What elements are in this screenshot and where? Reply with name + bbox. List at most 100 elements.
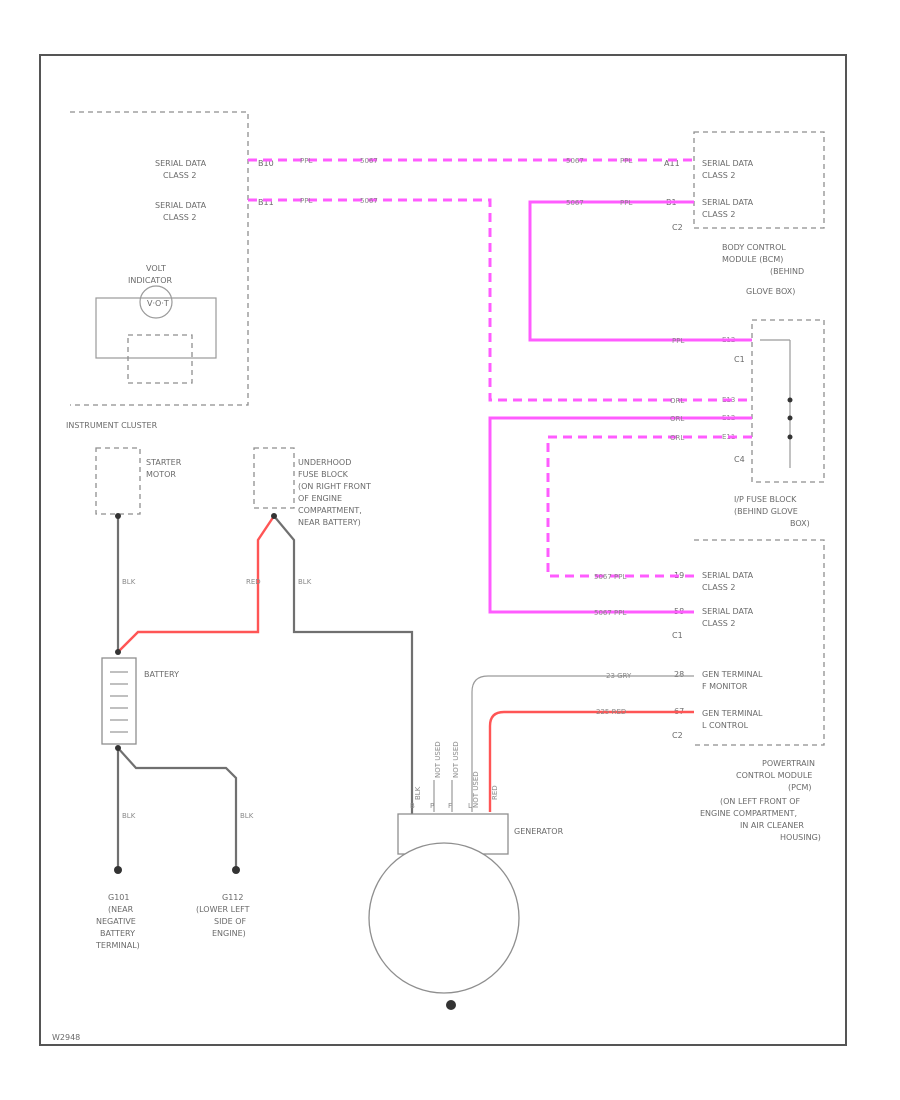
uh-l6: NEAR BATTERY) [298, 518, 361, 527]
pcm-title-l7: HOUSING) [780, 833, 821, 842]
ic-w1-b: PPL [300, 157, 312, 165]
bcm-title-l4: GLOVE BOX) [746, 287, 795, 296]
instrument-cluster: SERIAL DATA CLASS 2 SERIAL DATA CLASS 2 … [66, 111, 274, 430]
gen-term-l: L [468, 802, 472, 810]
pcm-title-l2: CONTROL MODULE [736, 771, 812, 780]
ic-volt-l2: INDICATOR [128, 276, 172, 285]
pcm-title-l6: IN AIR CLEANER [740, 821, 804, 830]
uh-l5: COMPARTMENT, [298, 506, 362, 515]
bcm-w1-b: PPL [620, 157, 632, 165]
generator-label: GENERATOR [514, 827, 564, 836]
bcm-pin-a11: A11 [664, 159, 680, 168]
pcm-w-s1: 5067 PPL [594, 573, 626, 581]
pcm-conn-c2: C2 [672, 731, 683, 740]
w-pcm-l: 225 RED [596, 708, 626, 716]
pcm-serial2-l1: SERIAL DATA [702, 607, 754, 616]
bcm-conn-c2: C2 [672, 223, 683, 232]
ic-serial2-l2: CLASS 2 [163, 213, 197, 222]
gen-notused-1: NOT USED [434, 741, 442, 778]
bcm-title-l1: BODY CONTROL [722, 243, 786, 252]
pcm-w-s2: 5067 PPL [594, 609, 626, 617]
bcm-w2-a: 5067 [566, 199, 584, 207]
pcm-title-l4: (ON LEFT FRONT OF [720, 797, 801, 806]
ic-pin-b11: B11 [258, 198, 274, 207]
body-control-module: SERIAL DATA CLASS 2 SERIAL DATA CLASS 2 … [664, 131, 825, 296]
ic-pin-b10: B10 [258, 159, 274, 168]
pcm-serial2-l2: CLASS 2 [702, 619, 736, 628]
serial-data-wires: 5067 PPL 5067 PPL 5067 PPL 5067 PPL PPL … [248, 157, 752, 617]
fuse-w2: ORL [670, 397, 684, 405]
g112-l2: (LOWER LEFT [196, 905, 250, 914]
pcm-genl-l2: L CONTROL [702, 721, 749, 730]
bcm-label2-l1: SERIAL DATA [702, 198, 754, 207]
ic-serial2-l1: SERIAL DATA [155, 201, 207, 210]
gen-term-f: F [448, 802, 452, 810]
svg-text:V·O·T: V·O·T [147, 299, 169, 308]
bcm-w2-b: PPL [620, 199, 632, 207]
gen-notused-2: NOT USED [452, 741, 460, 778]
ic-serial1-l1: SERIAL DATA [155, 159, 207, 168]
battery-symbol [101, 657, 137, 745]
ic-w2-b: PPL [300, 197, 312, 205]
powertrain-control-module: SERIAL DATA CLASS 2 SERIAL DATA CLASS 2 … [672, 539, 825, 842]
pcm-pin-28: 28 [674, 670, 684, 679]
underhood-fuse-block: UNDERHOOD FUSE BLOCK (ON RIGHT FRONT OF … [253, 447, 371, 527]
g101-l1: G101 [108, 893, 129, 902]
battery-circuit: BATTERY BLK RED BLK BLK BLK G101 (NEAR N… [95, 513, 414, 950]
pcm-serial1-l1: SERIAL DATA [702, 571, 754, 580]
w-gen-red: RED [491, 785, 499, 800]
fuse-w4: ORL [670, 434, 684, 442]
pcm-pin-19: 19 [674, 571, 684, 580]
uh-l4: OF ENGINE [298, 494, 342, 503]
diagram-frame [39, 54, 847, 1046]
bcm-label1-l2: CLASS 2 [702, 171, 736, 180]
pcm-genl-l1: GEN TERMINAL [702, 709, 763, 718]
pcm-title-l3: (PCM) [788, 783, 812, 792]
g101-l3: NEGATIVE [96, 917, 136, 926]
gen-term-b: B [410, 802, 415, 810]
w-bat-top: BLK [122, 578, 136, 586]
uh-l3: (ON RIGHT FRONT [298, 482, 371, 491]
bcm-label2-l2: CLASS 2 [702, 210, 736, 219]
fuse-title-l3: BOX) [790, 519, 810, 528]
g112-l3: SIDE OF [214, 917, 246, 926]
uh-l1: UNDERHOOD [298, 458, 351, 467]
g112-l1: G112 [222, 893, 243, 902]
w-pcm-f: 23 GRY [606, 672, 632, 680]
ic-w1-a: 5067 [360, 157, 378, 165]
diagram-code: W2948 [52, 1033, 80, 1042]
pcm-serial1-l2: CLASS 2 [702, 583, 736, 592]
fuse-title-l2: (BEHIND GLOVE [734, 507, 798, 516]
g112-l4: ENGINE) [212, 929, 246, 938]
pcm-title-l1: POWERTRAIN [762, 759, 815, 768]
fuse-conn-c4: C4 [734, 455, 745, 464]
w-bat-red: RED [246, 578, 261, 586]
battery-label: BATTERY [144, 670, 179, 679]
ic-volt-l1: VOLT [146, 264, 166, 273]
w-bat-bottom2: BLK [240, 812, 254, 820]
pcm-genf-l1: GEN TERMINAL [702, 670, 763, 679]
pcm-title-l5: ENGINE COMPARTMENT, [700, 809, 797, 818]
ic-w2-a: 5067 [360, 197, 378, 205]
ip-fuse-block: C1 C4 E12 E13 E12 E11 I/P FUSE BLOCK (BE… [722, 319, 825, 528]
gen-term-p: P [430, 802, 434, 810]
starter-l1: STARTER [146, 458, 182, 467]
fuse-w3: ORL [670, 415, 684, 423]
generator: GENERATOR B P F L NOT USED NOT USED NOT … [368, 672, 694, 1010]
bcm-label1-l1: SERIAL DATA [702, 159, 754, 168]
w-bat-bottom: BLK [122, 812, 136, 820]
g101-l5: TERMINAL) [95, 941, 140, 950]
bcm-title-l3: (BEHIND [770, 267, 804, 276]
starter-l2: MOTOR [146, 470, 176, 479]
bcm-title-l2: MODULE (BCM) [722, 255, 783, 264]
g101-l2: (NEAR [108, 905, 134, 914]
pcm-conn-c1: C1 [672, 631, 683, 640]
bcm-w1-a: 5067 [566, 157, 584, 165]
w-bat-gray: BLK [298, 578, 312, 586]
ic-title: INSTRUMENT CLUSTER [66, 421, 158, 430]
starter-motor: STARTER MOTOR [95, 447, 182, 515]
fuse-conn-c1: C1 [734, 355, 745, 364]
pcm-genf-l2: F MONITOR [702, 682, 748, 691]
g101-l4: BATTERY [100, 929, 135, 938]
